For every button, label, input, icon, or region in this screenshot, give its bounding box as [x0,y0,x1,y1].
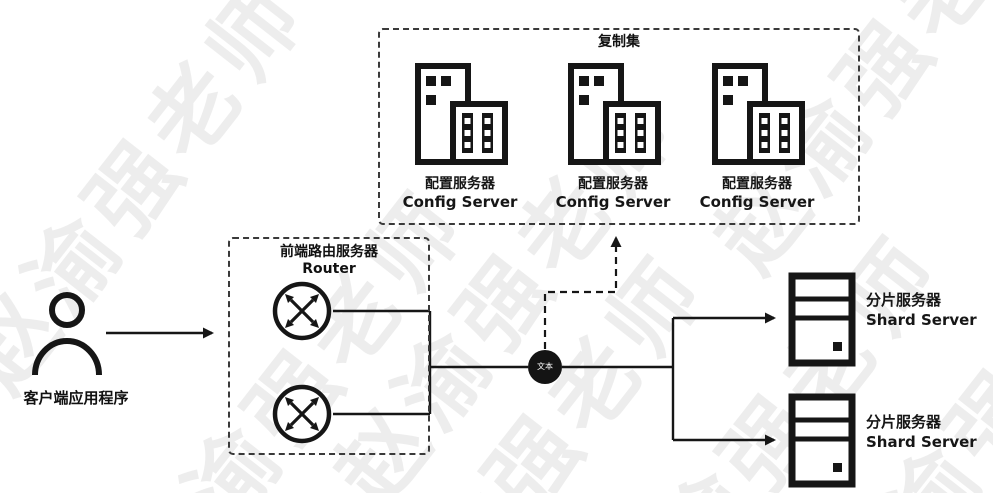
shard-server-icon-2 [788,393,856,488]
shard-label-cn: 分片服务器 [866,413,942,431]
router-icon-2 [271,383,333,445]
client-user-icon [28,290,106,378]
config-server-label-cn: 配置服务器 [425,176,495,192]
shard-label-en: Shard Server [866,311,977,329]
shard-server-label-1: 分片服务器 Shard Server [866,290,992,330]
dashed-arrow-junction-to-config [543,236,622,349]
router-group-box [228,237,430,455]
router-title-cn: 前端路由服务器 [280,244,378,260]
config-server-icon [568,63,661,165]
config-server-label-cn: 配置服务器 [578,176,648,192]
config-server-label-cn: 配置服务器 [722,176,792,192]
config-server-label-en: Config Server [555,193,671,211]
connector-junction-to-shards [562,318,675,440]
replica-set-title: 复制集 [598,34,640,50]
config-server-3: 配置服务器 Config Server [682,62,832,211]
config-server-icon [712,63,805,165]
junction-node: 文本 [528,350,562,384]
config-server-2: 配置服务器 Config Server [538,62,688,211]
config-server-icon [415,63,508,165]
config-server-1: 配置服务器 Config Server [385,62,535,211]
router-icon-1 [271,280,333,342]
shard-server-icon-1 [788,272,856,367]
shard-label-en: Shard Server [866,433,977,451]
replica-set-box [378,28,860,225]
junction-label: 文本 [537,362,553,371]
shard-server-label-2: 分片服务器 Shard Server [866,412,992,452]
config-server-label-en: Config Server [699,193,815,211]
shard-label-cn: 分片服务器 [866,291,942,309]
client-label: 客户端应用程序 [23,389,129,407]
config-server-label-en: Config Server [402,193,518,211]
router-title-en: Router [302,261,356,277]
